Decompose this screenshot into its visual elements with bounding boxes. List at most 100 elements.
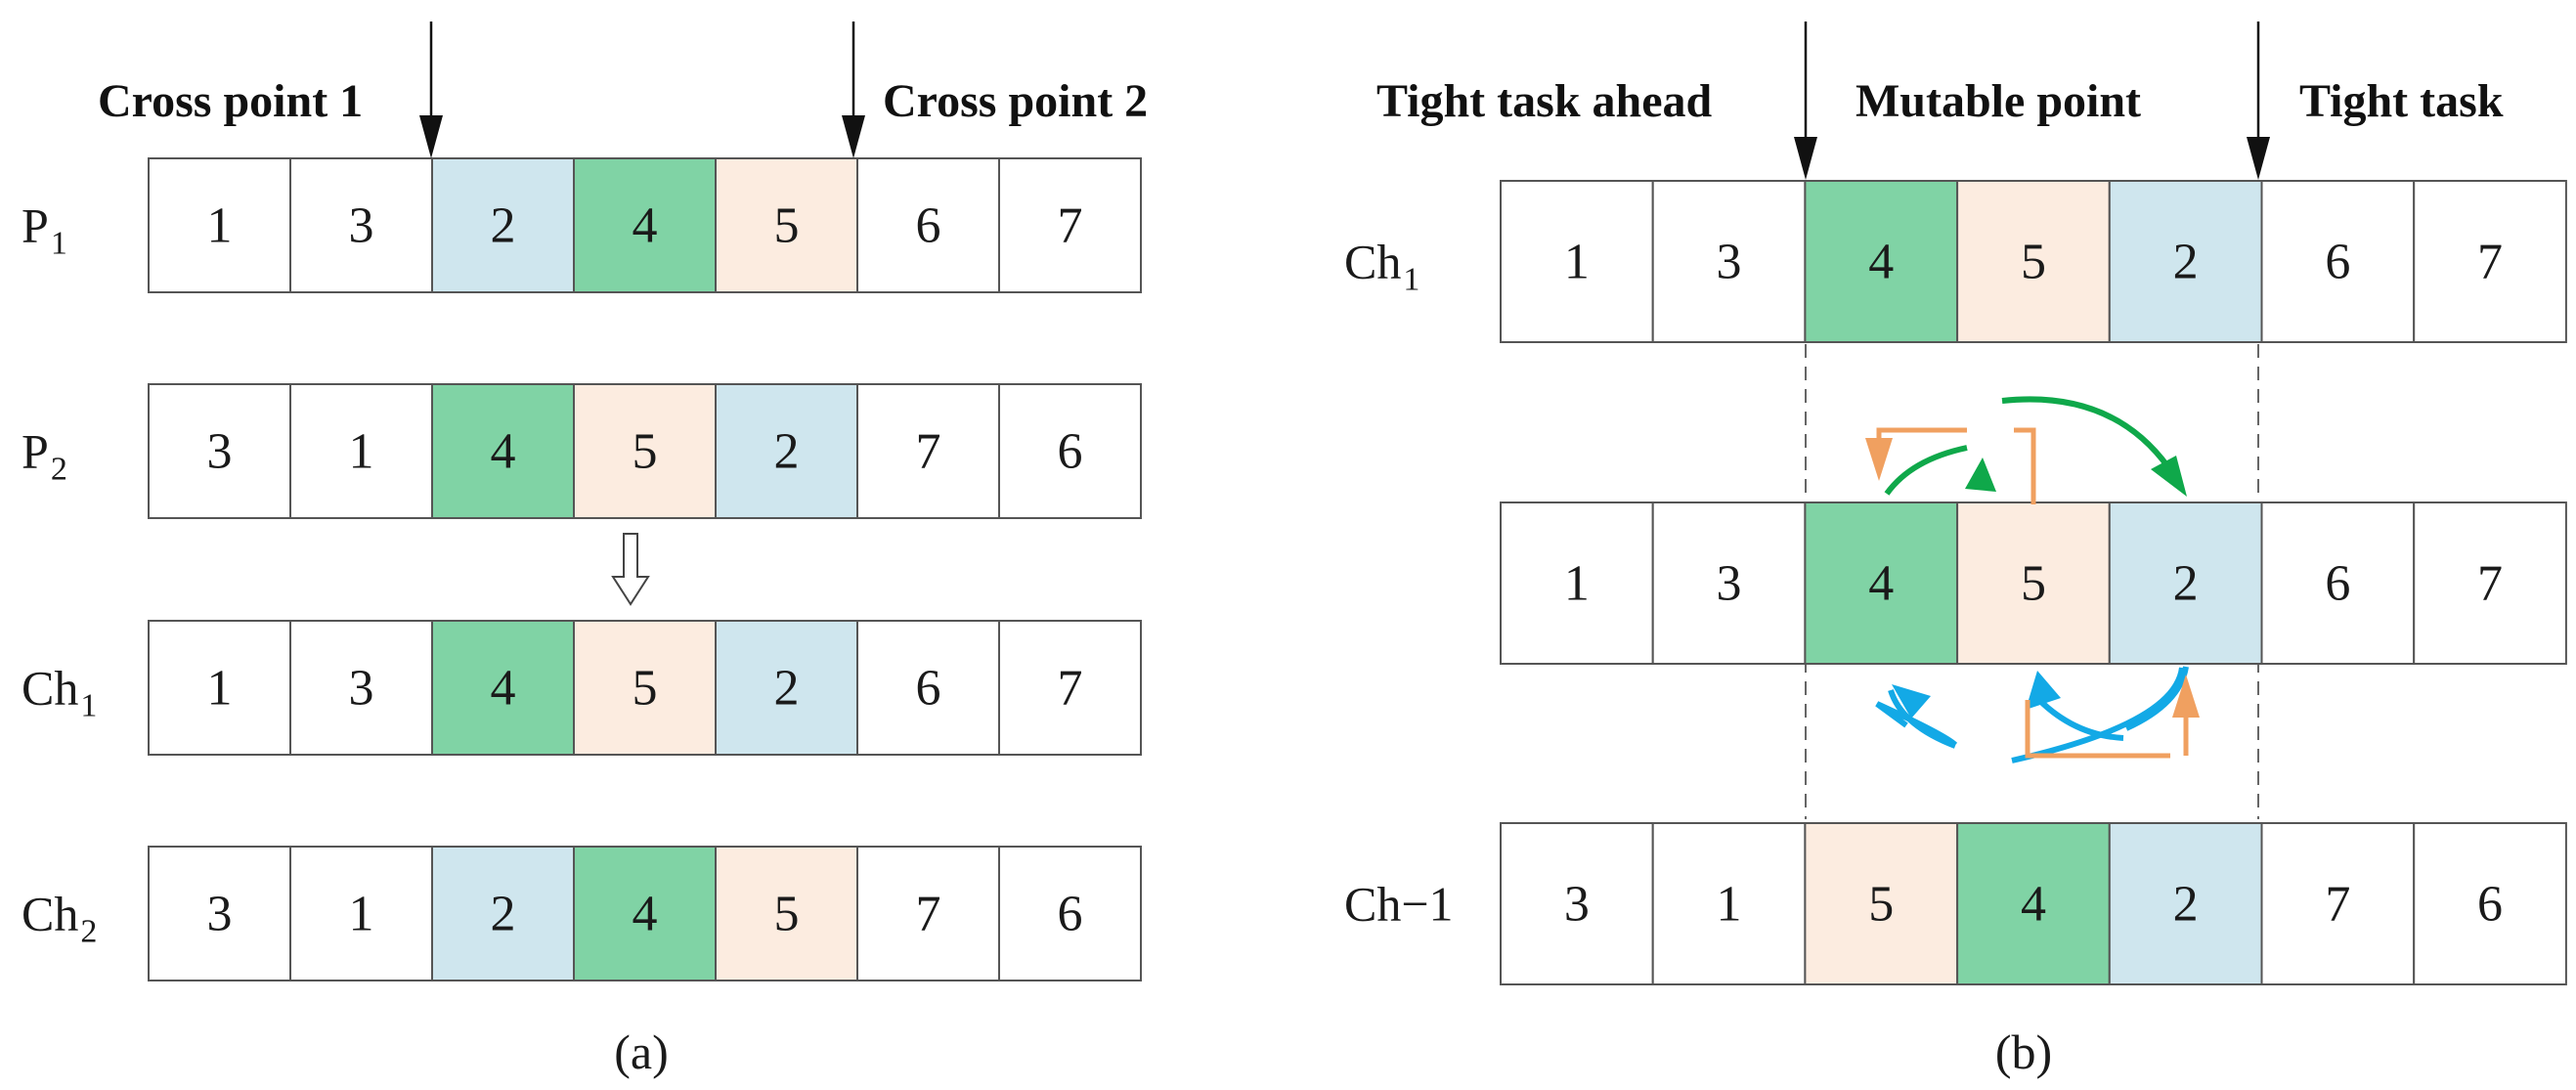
gene-value: 4: [633, 887, 658, 942]
gene-cell: 7: [998, 157, 1142, 293]
gene-value: 7: [2325, 877, 2350, 933]
gene-cell: 1: [1651, 822, 1807, 985]
gene-cell-box: [289, 620, 433, 756]
gene-cell: 3: [289, 620, 433, 756]
row-label: P2: [22, 424, 67, 488]
gene-cell: 1: [1500, 180, 1654, 343]
gene-value: 4: [2021, 877, 2046, 933]
gene-value: 5: [633, 424, 658, 480]
gene-cell-box: [856, 620, 1000, 756]
gene-cell-box: [148, 157, 291, 293]
gene-value: 1: [207, 661, 233, 717]
gene-cell-box: [1500, 501, 1654, 665]
gene-cell: 7: [856, 383, 1000, 519]
gene-cell: 2: [431, 846, 575, 981]
gene-value: 2: [774, 661, 800, 717]
row-label: Ch1: [1344, 235, 1419, 298]
gene-value: 2: [2173, 877, 2199, 933]
gene-cell-box: [1500, 822, 1654, 985]
gene-value: 2: [491, 887, 516, 942]
gene-value: 5: [633, 661, 658, 717]
gene-cell: 1: [1500, 501, 1654, 665]
header-tight-task: Tight task: [2299, 75, 2504, 127]
gene-value: 5: [774, 198, 800, 254]
gene-cell-box: [2413, 501, 2567, 665]
gene-value: 1: [1564, 556, 1590, 612]
gene-cell: 7: [2413, 180, 2567, 343]
gene-cell-box: [431, 620, 575, 756]
gene-cell: 1: [289, 846, 433, 981]
gene-cell-box: [856, 157, 1000, 293]
gene-cell: 3: [148, 846, 291, 981]
gene-cell: 5: [715, 157, 858, 293]
gene-cell: 3: [148, 383, 291, 519]
gene-cell-box: [998, 620, 1142, 756]
gene-cell: 3: [1500, 822, 1654, 985]
mutable-point-right-arrow: [2247, 22, 2270, 180]
gene-cell-box: [573, 620, 717, 756]
green-arc-to-4: [1884, 445, 1968, 496]
gene-cell-box: [856, 846, 1000, 981]
gene-cell-box: [289, 157, 433, 293]
gene-cell-box: [1651, 180, 1807, 343]
gene-cell: 5: [573, 620, 717, 756]
gene-cell-box: [1651, 822, 1807, 985]
row-label-main: Ch−1: [1344, 877, 1454, 932]
gene-cell: 6: [998, 846, 1142, 981]
gene-cell: 4: [1956, 822, 2111, 985]
gene-value: 4: [1868, 556, 1894, 612]
gene-cell-box: [1956, 180, 2111, 343]
gene-value: 5: [1868, 877, 1894, 933]
gene-cell-box: [2260, 501, 2416, 665]
gene-value: 6: [2325, 556, 2350, 612]
header-mutable-point: Mutable point: [1856, 75, 2141, 127]
row-label-subscript: 1: [1403, 262, 1419, 298]
gene-value: 3: [1564, 877, 1590, 933]
gene-value: 1: [1564, 235, 1590, 290]
gene-value: 7: [916, 424, 941, 480]
gene-value: 7: [916, 887, 941, 942]
gene-value: 1: [1717, 877, 1742, 933]
gene-cell-box: [2413, 180, 2567, 343]
gene-value: 2: [2173, 556, 2199, 612]
gene-cell: 2: [715, 383, 858, 519]
gene-cell: 7: [2260, 822, 2416, 985]
gene-cell: 4: [431, 620, 575, 756]
gene-cell-box: [1804, 180, 1959, 343]
gene-value: 3: [1717, 556, 1742, 612]
gene-value: 6: [916, 661, 941, 717]
gene-cell: 2: [2108, 180, 2263, 343]
gene-value: 2: [774, 424, 800, 480]
gene-value: 6: [1058, 887, 1083, 942]
gene-value: 7: [2477, 556, 2503, 612]
gene-cell-box: [148, 846, 291, 981]
orange-bracket-upper: [1876, 427, 2036, 504]
gene-cell: 5: [715, 846, 858, 981]
gene-cell-box: [289, 846, 433, 981]
gene-cell: 5: [573, 383, 717, 519]
gene-cell-box: [1956, 501, 2111, 665]
gene-cell: 4: [1804, 180, 1959, 343]
row-label-main: P: [22, 198, 49, 253]
gene-cell: 2: [2108, 501, 2263, 665]
row-label: Ch−1: [1344, 877, 1454, 932]
gene-cell: 6: [2260, 180, 2416, 343]
gene-cell-box: [1500, 180, 1654, 343]
panel-b-row-2: 1 3 4 5 2 6 7: [1500, 501, 2567, 665]
gene-cell-box: [573, 157, 717, 293]
gene-value: 4: [633, 198, 658, 254]
gene-value: 3: [349, 198, 374, 254]
gene-value: 6: [1058, 424, 1083, 480]
mutable-point-left-arrow: [1794, 22, 1817, 180]
gene-cell-box: [148, 383, 291, 519]
gene-cell-box: [856, 383, 1000, 519]
gene-value: 5: [2021, 556, 2046, 612]
gene-cell: 2: [431, 157, 575, 293]
row-label-subscript: 1: [80, 688, 97, 724]
